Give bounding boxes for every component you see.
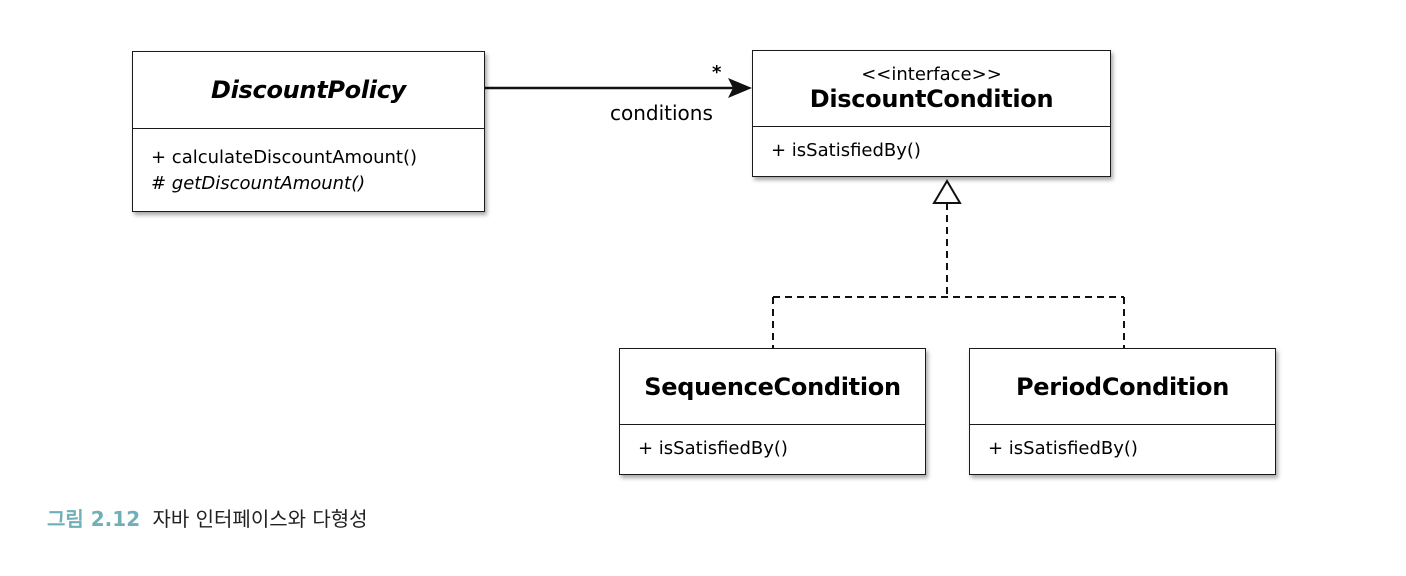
association-role-label: conditions: [610, 101, 713, 125]
interface-stereotype: <<interface>>: [861, 63, 1002, 85]
operation-get-discount-amount: # getDiscountAmount(): [151, 173, 366, 194]
class-sequence-condition-header: SequenceCondition: [620, 349, 925, 425]
interface-discount-condition-header: <<interface>> DiscountCondition: [753, 51, 1110, 127]
class-period-condition-operations: + isSatisfiedBy(): [970, 425, 1275, 472]
class-period-condition-name: PeriodCondition: [1016, 372, 1229, 401]
interface-discount-condition[interactable]: <<interface>> DiscountCondition + isSati…: [752, 50, 1111, 177]
class-discount-policy-operations: + calculateDiscountAmount() # getDiscoun…: [133, 129, 484, 207]
realization-triangle: [932, 179, 962, 204]
class-discount-policy-header: DiscountPolicy: [133, 52, 484, 129]
association-multiplicity: *: [712, 62, 722, 83]
figure-caption-title: 자바 인터페이스와 다형성: [152, 507, 368, 531]
association-arrowhead: [728, 78, 752, 98]
class-discount-policy[interactable]: DiscountPolicy + calculateDiscountAmount…: [132, 51, 485, 212]
class-sequence-condition-operations: + isSatisfiedBy(): [620, 425, 925, 472]
operation-is-satisfied-by: + isSatisfiedBy(): [988, 438, 1138, 459]
operation-is-satisfied-by: + isSatisfiedBy(): [638, 438, 788, 459]
interface-discount-condition-name: DiscountCondition: [809, 84, 1054, 113]
class-discount-policy-name: DiscountPolicy: [211, 76, 406, 104]
class-period-condition[interactable]: PeriodCondition + isSatisfiedBy(): [969, 348, 1276, 475]
operation-calculate-discount-amount: + calculateDiscountAmount(): [151, 147, 418, 168]
operation-is-satisfied-by: + isSatisfiedBy(): [771, 140, 921, 161]
figure-caption-label: 그림 2.12: [47, 507, 141, 531]
figure-caption: 그림 2.12 자바 인터페이스와 다형성: [47, 503, 368, 532]
class-period-condition-header: PeriodCondition: [970, 349, 1275, 425]
interface-discount-condition-operations: + isSatisfiedBy(): [753, 127, 1110, 174]
class-sequence-condition[interactable]: SequenceCondition + isSatisfiedBy(): [619, 348, 926, 475]
class-sequence-condition-name: SequenceCondition: [644, 372, 901, 401]
